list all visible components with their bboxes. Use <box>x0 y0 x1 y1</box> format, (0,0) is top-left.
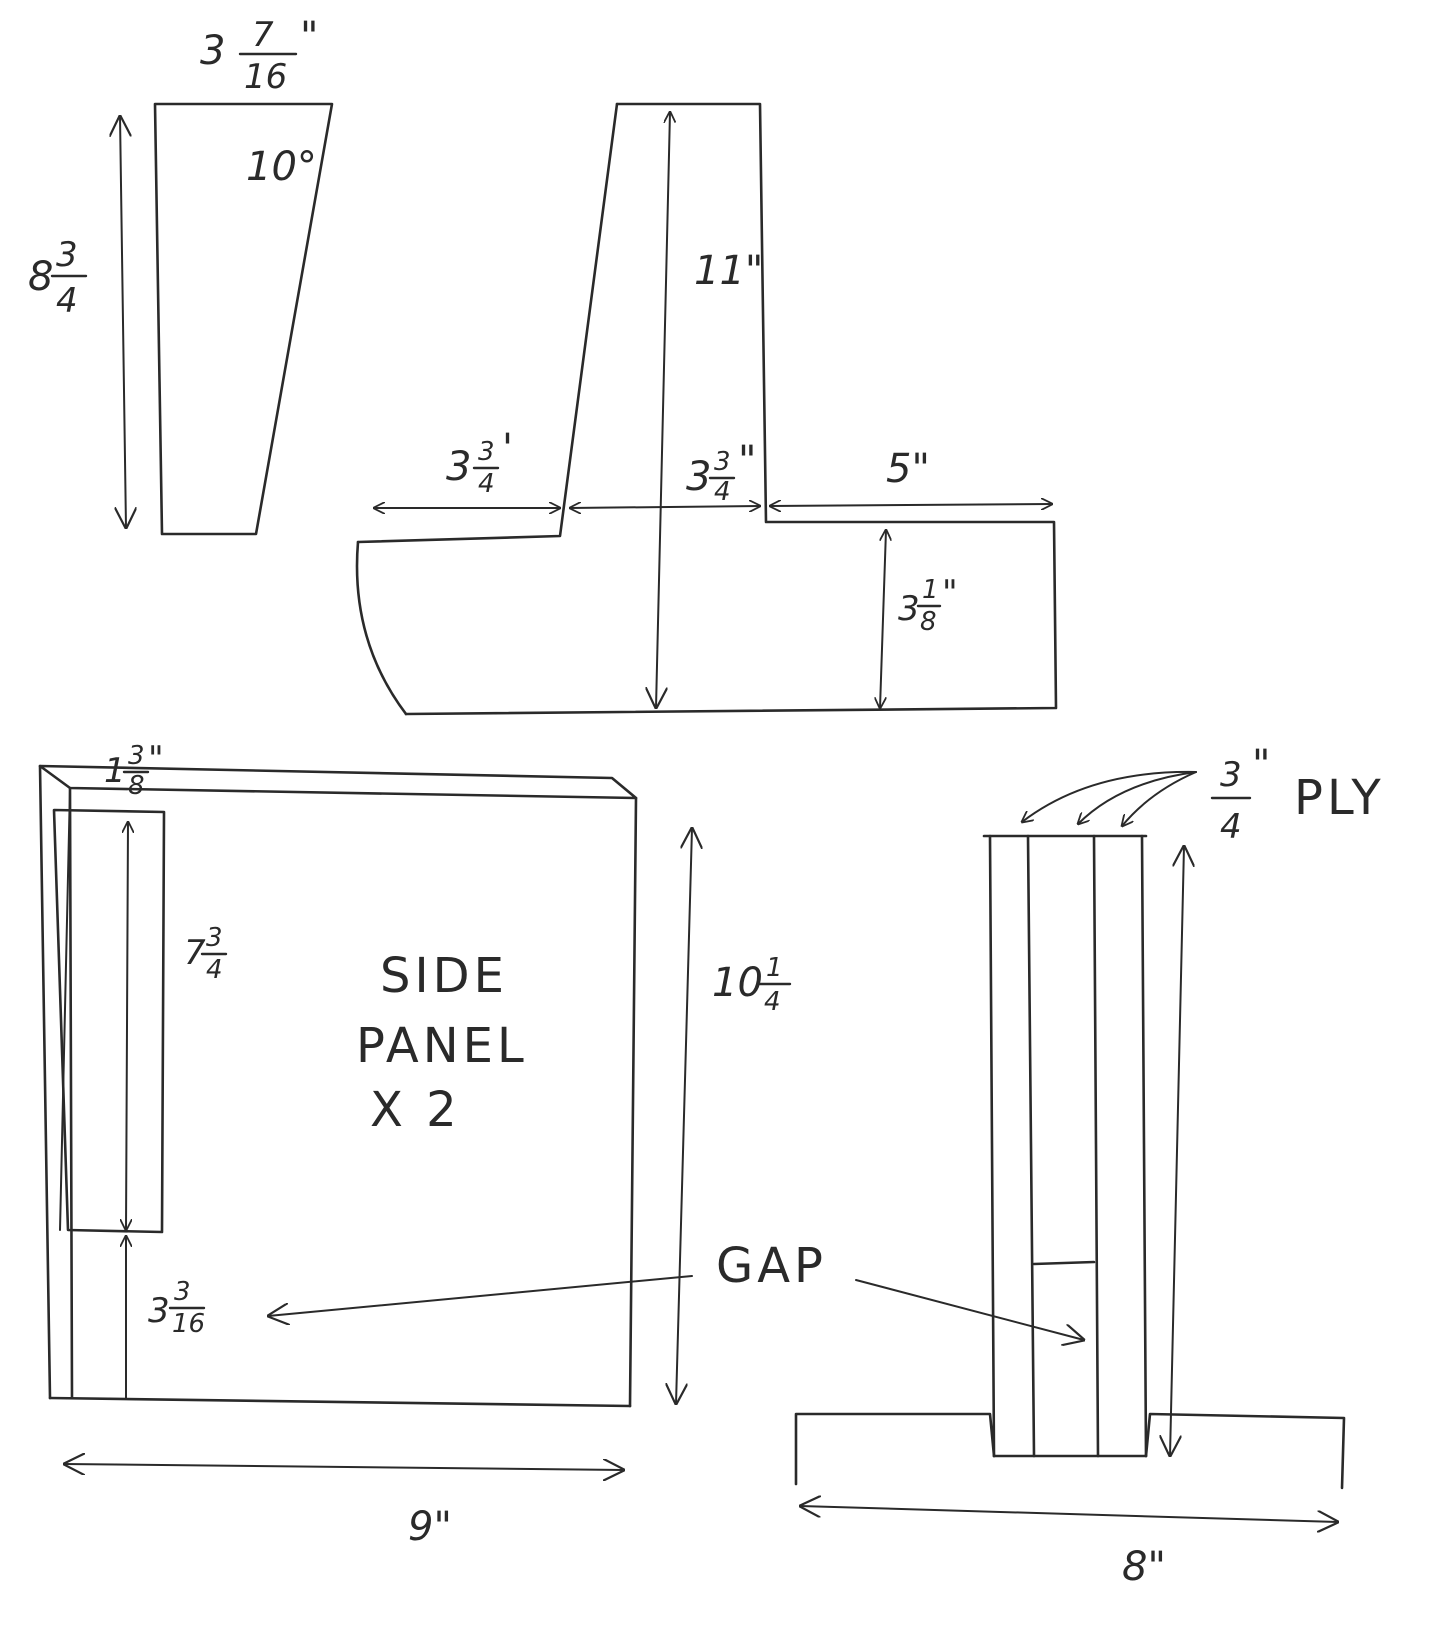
profile-upright-outline <box>404 102 1058 716</box>
ply-unit: " <box>1252 742 1270 788</box>
front-view <box>794 770 1346 1522</box>
wedge-width-num: 7 <box>252 15 274 55</box>
seat-profile <box>355 102 1058 716</box>
upright-thickness-unit: " <box>738 438 756 484</box>
wedge-height-dim: 8 3 4 <box>28 235 88 321</box>
base-height-unit: " <box>942 573 958 613</box>
slot-length-whole: 7 <box>184 933 206 973</box>
gap-height-dim: 3 3 16 <box>148 1277 206 1339</box>
base-height-num: 1 <box>922 575 939 605</box>
right-step-arrow <box>770 504 1052 506</box>
side-panel-label-line-1: SIDE <box>380 948 508 1004</box>
upright-thickness-dim: 3 3 4 " <box>686 438 756 507</box>
panel-height-den: 4 <box>764 987 781 1017</box>
gap-height-den: 16 <box>172 1309 205 1339</box>
upright-height-arrow <box>656 112 670 708</box>
left-seat-den: 4 <box>478 469 495 499</box>
left-seat-whole: 3 <box>446 444 471 490</box>
slot-length-den: 4 <box>206 955 223 985</box>
upright-thickness-den: 4 <box>714 477 731 507</box>
wedge-angle-label: 10° <box>246 144 317 190</box>
base-height-den: 8 <box>920 607 937 637</box>
slot-length-num: 3 <box>206 923 223 953</box>
panel-inner-left-edge <box>68 786 74 1400</box>
gap-height-num: 3 <box>174 1277 191 1307</box>
wedge-top-width-dim: 3 7 16 " <box>200 14 318 97</box>
panel-height-num: 1 <box>766 953 783 983</box>
upright-thickness-arrow <box>570 506 760 508</box>
panel-height-whole: 10 <box>712 960 763 1006</box>
ply-den: 4 <box>1220 807 1242 847</box>
front-gap-top <box>1032 1260 1096 1266</box>
profile-front-curve <box>355 540 408 716</box>
front-width-label: 8" <box>1122 1544 1166 1590</box>
right-step-label: 5" <box>886 446 930 492</box>
wedge-height-den: 4 <box>56 281 78 321</box>
gap-height-whole: 3 <box>148 1291 170 1331</box>
profile-seat-outline <box>356 102 619 544</box>
side-panel-label-line-3: X 2 <box>370 1082 461 1138</box>
upright-thickness-whole: 3 <box>686 454 711 500</box>
panel-bottom-edge <box>48 1396 632 1408</box>
ply-leader-2 <box>1078 771 1197 824</box>
panel-top-width-unit: " <box>148 739 164 779</box>
upright-height-label: 11" <box>694 248 763 294</box>
base-height-whole: 3 <box>898 589 920 629</box>
panel-top-width-num: 3 <box>128 741 145 771</box>
ply-leader-3 <box>1122 771 1197 826</box>
left-seat-num: 3 <box>478 437 495 467</box>
gap-label: GAP <box>716 1238 827 1294</box>
side-panel-label: SIDE PANEL X 2 <box>356 948 528 1138</box>
side-panel-label-line-2: PANEL <box>356 1018 528 1074</box>
panel-top-width-dim: 1 3 8 " <box>104 739 164 801</box>
wedge-height-num: 3 <box>56 235 78 275</box>
front-ply-line-1 <box>1026 834 1036 1458</box>
left-seat-dim: 3 3 4 ' <box>446 426 513 499</box>
ply-callout: 3 4 " PLY <box>1210 742 1385 847</box>
base-height-dim: 3 1 8 " <box>898 573 958 637</box>
side-panel <box>38 764 692 1470</box>
panel-width-label: 9" <box>408 1504 452 1550</box>
left-seat-unit: ' <box>502 426 513 472</box>
wedge-height-arrow <box>120 116 126 528</box>
front-outer-left <box>988 834 996 1458</box>
gap-arrow-right <box>855 1279 1084 1340</box>
wedge-width-den: 16 <box>244 57 287 97</box>
front-outer-right <box>1140 834 1148 1458</box>
wedge-piece <box>120 102 334 536</box>
slot-bevel-line <box>59 787 71 1231</box>
panel-top-width-whole: 1 <box>104 751 126 791</box>
panel-height-arrow <box>676 828 692 1404</box>
wedge-outline <box>153 102 334 536</box>
wedge-width-whole: 3 <box>200 28 225 74</box>
front-ply-line-2 <box>1092 834 1100 1458</box>
front-base-board <box>794 1412 1346 1490</box>
ply-label: PLY <box>1294 770 1385 826</box>
wedge-width-unit: " <box>300 14 318 60</box>
gap-arrow-left <box>268 1275 693 1316</box>
ply-num: 3 <box>1220 755 1242 795</box>
base-height-arrow <box>880 530 886 708</box>
ply-leader-1 <box>1022 770 1197 822</box>
front-height-arrow <box>1170 846 1184 1456</box>
upright-thickness-num: 3 <box>714 447 731 477</box>
panel-width-arrow <box>64 1464 624 1470</box>
slot-length-arrow <box>126 822 128 1230</box>
panel-right-edge <box>628 796 638 1408</box>
panel-height-dim: 10 1 4 <box>712 953 792 1017</box>
panel-top-width-den: 8 <box>128 771 145 801</box>
front-width-arrow <box>800 1506 1338 1522</box>
panel-left-edge <box>38 764 52 1400</box>
wedge-height-whole: 8 <box>28 254 53 300</box>
slot-length-dim: 7 3 4 <box>184 923 228 985</box>
